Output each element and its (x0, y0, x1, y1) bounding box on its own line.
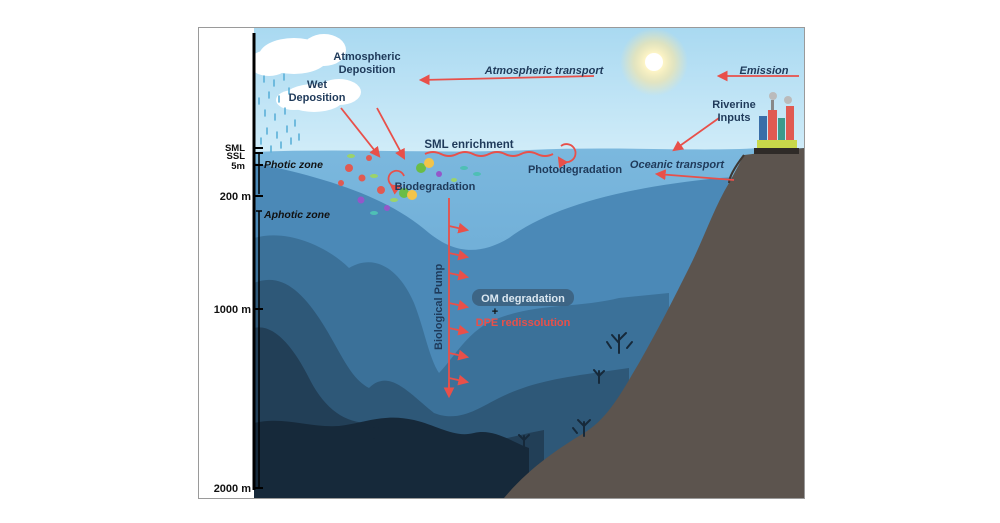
atmospheric-deposition-arrow (376, 107, 406, 160)
photodegradation-label: Photodegradation (528, 164, 622, 176)
ocean-process-diagram: SML SSL 5m 200 m 1000 m 2000 m Photic zo… (198, 27, 805, 499)
depth-axis (252, 33, 263, 490)
atmospheric-deposition-label-line2: Deposition (339, 64, 396, 76)
photodegradation-cycle-arrow (557, 143, 577, 169)
city-icon (754, 92, 799, 154)
seafloor (254, 417, 529, 498)
om-degradation-label: OM degradation (481, 293, 565, 305)
microbes-icon (338, 154, 481, 215)
wet-deposition-label-line1: Wet (307, 79, 327, 91)
riverine-inputs-arrow (672, 117, 720, 152)
oceanic-transport-label: Oceanic transport (630, 159, 725, 171)
oceanic-transport-arrow (654, 169, 735, 181)
depth-tick-sml: SML (225, 143, 245, 154)
atmospheric-transport-label: Atmospheric transport (484, 65, 605, 77)
photic-zone-label: Photic zone (264, 159, 323, 171)
plus-label: + (492, 306, 498, 318)
biological-pump-label: Biological Pump (433, 264, 445, 350)
process-arrows (340, 70, 799, 399)
depth-tick-200m: 200 m (220, 191, 251, 203)
depth-tick-ssl: SSL (227, 151, 246, 162)
wet-deposition-arrow (340, 107, 381, 158)
rain-icon (258, 73, 300, 153)
biodegradation-cycle-arrow (387, 169, 405, 195)
sml-enrichment-wave (424, 151, 554, 157)
continental-slope (504, 148, 804, 498)
dpe-redissolution-label: DPE redissolution (476, 317, 571, 329)
riverine-inputs-label-line2: Inputs (718, 112, 751, 124)
depth-tick-1000m: 1000 m (214, 304, 252, 316)
depth-tick-5m: 5m (231, 161, 245, 172)
coral-icon (369, 332, 633, 449)
biodegradation-label: Biodegradation (395, 181, 476, 193)
om-degradation-box (472, 289, 574, 306)
aphotic-zone-label: Aphotic zone (263, 209, 330, 221)
wet-deposition-label-line2: Deposition (289, 92, 346, 104)
emission-label: Emission (740, 65, 789, 77)
rain-cloud-icon (249, 34, 361, 112)
sml-enrichment-label: SML enrichment (424, 139, 513, 151)
depth-tick-2000m: 2000 m (214, 483, 252, 495)
riverine-inputs-label-line1: Riverine (712, 99, 755, 111)
atmospheric-deposition-label-line1: Atmospheric (333, 51, 400, 63)
atmospheric-transport-arrow (418, 74, 595, 86)
